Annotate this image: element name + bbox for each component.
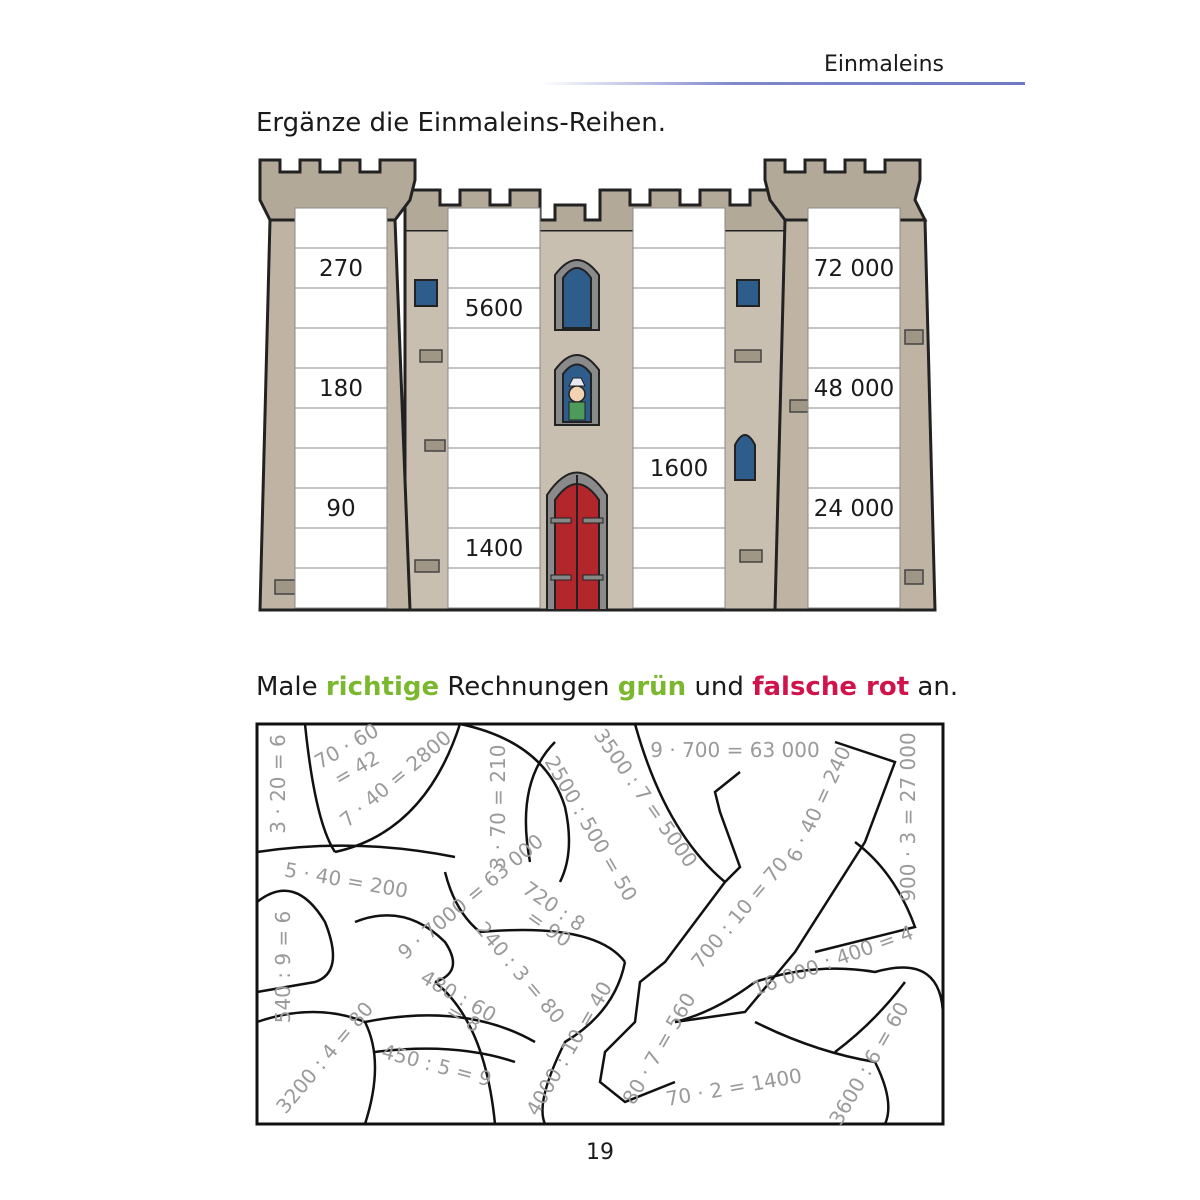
table-cell[interactable] [447,567,541,609]
table-cell[interactable] [294,247,388,289]
table-cell[interactable] [294,367,388,409]
table-cell[interactable] [447,527,541,569]
table-cell[interactable] [632,567,726,609]
instruction-text: Rechnungen [439,672,618,702]
word-gruen: grün [617,672,687,702]
equation-label: 540 : 9 = 6 [271,911,295,1024]
cell-value: 90 [326,496,355,522]
table-cell[interactable] [632,407,726,449]
header-rule [540,82,1025,85]
cell-value: 270 [319,256,363,282]
table-cell[interactable] [447,407,541,449]
puzzle-region-lines [256,722,945,1125]
table-cell[interactable] [807,247,901,289]
table-cell[interactable] [447,287,541,329]
cell-value: 24 000 [814,496,894,522]
table-cell[interactable] [447,327,541,369]
table-cell[interactable] [632,287,726,329]
table-cell[interactable] [447,367,541,409]
table-cell[interactable] [294,287,388,329]
equation-label: 3 · 70 = 210 [486,745,510,870]
castle-illustration: 270 180 90 5600 1400 1600 72 000 48 000 24 000 [258,158,937,612]
table-cell[interactable] [294,447,388,489]
cell-value: 1600 [650,456,709,482]
instruction-text: und [686,672,753,702]
table-cell[interactable] [294,567,388,609]
table-cell[interactable] [632,527,726,569]
page-number: 19 [586,1140,614,1165]
instruction-coloring: Male richtige Rechnungen grün und falsch… [256,672,958,702]
word-richtige: richtige [325,672,440,702]
table-cell[interactable] [632,367,726,409]
table-cell[interactable] [447,447,541,489]
word-falsche-rot: falsche rot [752,672,910,702]
table-cell[interactable] [807,527,901,569]
table-cell[interactable] [294,207,388,249]
instruction-text: Male [256,672,326,702]
equation-label: 9 · 700 = 63 000 [650,738,819,762]
table-cell[interactable] [632,247,726,289]
table-cell[interactable] [447,207,541,249]
table-cell[interactable] [807,407,901,449]
table-cell[interactable] [294,487,388,529]
cell-value: 72 000 [814,256,894,282]
instruction-fill-rows: Ergänze die Einmaleins-Reihen. [256,108,667,138]
table-cell[interactable] [632,207,726,249]
table-cell[interactable] [632,327,726,369]
castle-door [546,471,608,611]
princess-window [554,354,600,426]
table-cell[interactable] [632,487,726,529]
multiplication-columns: 270 180 90 5600 1400 1600 72 000 48 000 24 000 [294,207,901,609]
equation-label: 3 · 20 = 6 [266,734,290,833]
cell-value: 180 [319,376,363,402]
table-cell[interactable] [807,327,901,369]
cell-value: 5600 [465,296,524,322]
table-cell[interactable] [807,447,901,489]
table-cell[interactable] [447,487,541,529]
table-cell[interactable] [807,367,901,409]
arched-window-top [554,259,600,331]
table-cell[interactable] [807,567,901,609]
stone-bricks [274,329,924,595]
table-cell[interactable] [807,287,901,329]
table-cell[interactable] [807,207,901,249]
small-windows [414,279,760,481]
table-cell[interactable] [447,247,541,289]
cell-value: 1400 [465,536,524,562]
instruction-text: an. [909,672,959,702]
table-cell[interactable] [294,407,388,449]
table-cell[interactable] [294,527,388,569]
header-title: Einmaleins [823,52,944,77]
table-cell[interactable] [807,487,901,529]
table-cell[interactable] [294,327,388,369]
equation-label: 900 · 3 = 27 000 [896,732,920,901]
cell-value: 48 000 [814,376,894,402]
